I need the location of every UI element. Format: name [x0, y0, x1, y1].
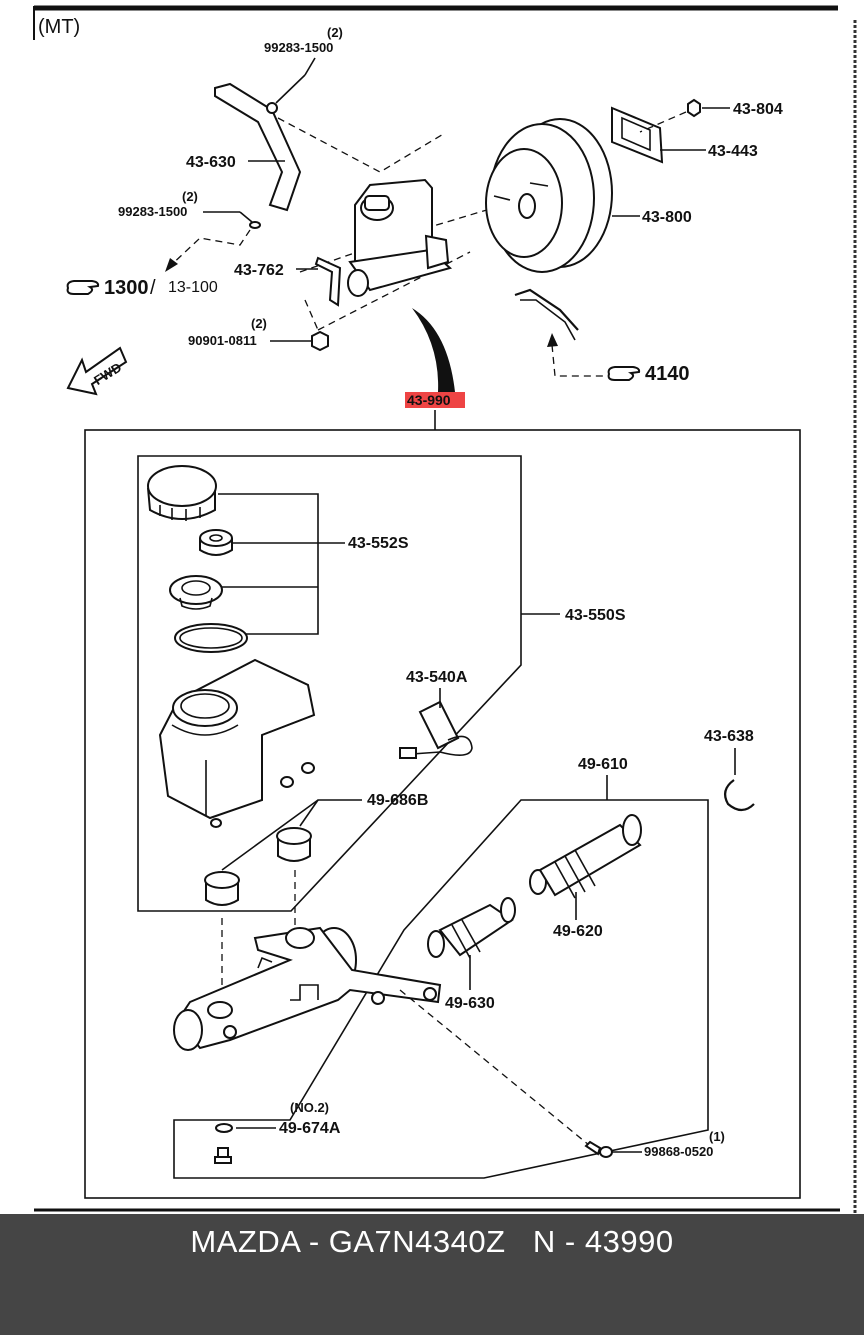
- assembly-box: [84, 429, 801, 1199]
- piston-kit-label: 49-610: [578, 756, 628, 773]
- bolt-qty: (1): [709, 1129, 725, 1144]
- ref-1300-sub[interactable]: 13-100: [168, 279, 218, 296]
- hose-clip-left: [249, 221, 261, 229]
- spring-secondary-label: 49-630: [445, 995, 495, 1012]
- grommet-label: 49-686B: [367, 792, 428, 809]
- secondary-piston: [529, 814, 642, 899]
- bleeder-screw: [214, 1147, 232, 1164]
- clip-left-label: 99283-1500: [118, 204, 187, 219]
- diaphragm: [169, 575, 223, 610]
- reservoir: [158, 658, 316, 828]
- vacuum-hose: [214, 82, 302, 212]
- booster-nut-label: 43-804: [733, 101, 783, 118]
- ref-1300-pointer-icon: [66, 280, 100, 295]
- grommet-2: [276, 827, 312, 862]
- oring-label: 49-674A: [279, 1120, 341, 1137]
- master-cylinder-body: [173, 926, 442, 1051]
- part-caption: MAZDA - GA7N4340Z N - 43990: [190, 1224, 674, 1259]
- sensor-label: 43-540A: [406, 669, 468, 686]
- reservoir-cap: [147, 465, 217, 521]
- nut-label: 90901-0811: [188, 333, 257, 348]
- booster-nut: [687, 98, 701, 118]
- ref-1300[interactable]: 1300: [104, 277, 149, 299]
- hose-label: 43-630: [186, 154, 236, 171]
- grommet-1: [204, 871, 240, 906]
- gasket-43-443: [611, 106, 664, 164]
- snap-ring: [723, 779, 755, 812]
- hose-clip-top: [266, 74, 306, 114]
- gasket-label: 43-443: [708, 143, 758, 160]
- assembly-arrow-icon: [412, 308, 455, 392]
- small-oring: [215, 1123, 233, 1133]
- brake-booster: [485, 118, 613, 273]
- reservoir-kit-box: [137, 455, 522, 912]
- snap-ring-label: 43-638: [704, 728, 754, 745]
- primary-piston: [427, 897, 516, 959]
- fwd-arrow-icon: FWD: [66, 346, 128, 396]
- master-cylinder-top: [347, 178, 453, 297]
- ref-4140-pointer-icon: [607, 366, 641, 381]
- piston-kit-box: [173, 799, 709, 1179]
- clip-top-qty: (2): [327, 25, 343, 40]
- svg-text:/: /: [150, 277, 156, 299]
- reservoir-kit-label: 43-550S: [565, 607, 626, 624]
- booster-label: 43-800: [642, 209, 692, 226]
- nut-90901-0811: [311, 330, 329, 352]
- bracket-43-762: [314, 256, 342, 307]
- main-part-highlight: [405, 392, 465, 408]
- bolt-label: 99868-0520: [644, 1144, 713, 1159]
- bracket-label: 43-762: [234, 262, 284, 279]
- cap-seal: [199, 529, 233, 556]
- main-part-number[interactable]: 43-990: [407, 392, 451, 408]
- footer-bar: [0, 1214, 864, 1335]
- cap-kit-label: 43-552S: [348, 535, 409, 552]
- ref-4140[interactable]: 4140: [645, 363, 690, 385]
- parts-diagram: (MT) (2) 99283-1500 43-630 (2) 99283-150…: [33, 5, 857, 1214]
- cap-oring: [174, 623, 248, 653]
- vacuum-line: [514, 288, 579, 331]
- clip-left-qty: (2): [182, 189, 198, 204]
- diagram-svg: (MT) (2) 99283-1500 43-630 (2) 99283-150…: [33, 5, 857, 1214]
- oring-note: (NO.2): [290, 1100, 329, 1115]
- spring-primary-label: 49-620: [553, 923, 603, 940]
- clip-top-label: 99283-1500: [264, 40, 333, 55]
- nut-qty: (2): [251, 316, 267, 331]
- transmission-tag: (MT): [38, 16, 80, 38]
- level-sensor: [399, 700, 473, 759]
